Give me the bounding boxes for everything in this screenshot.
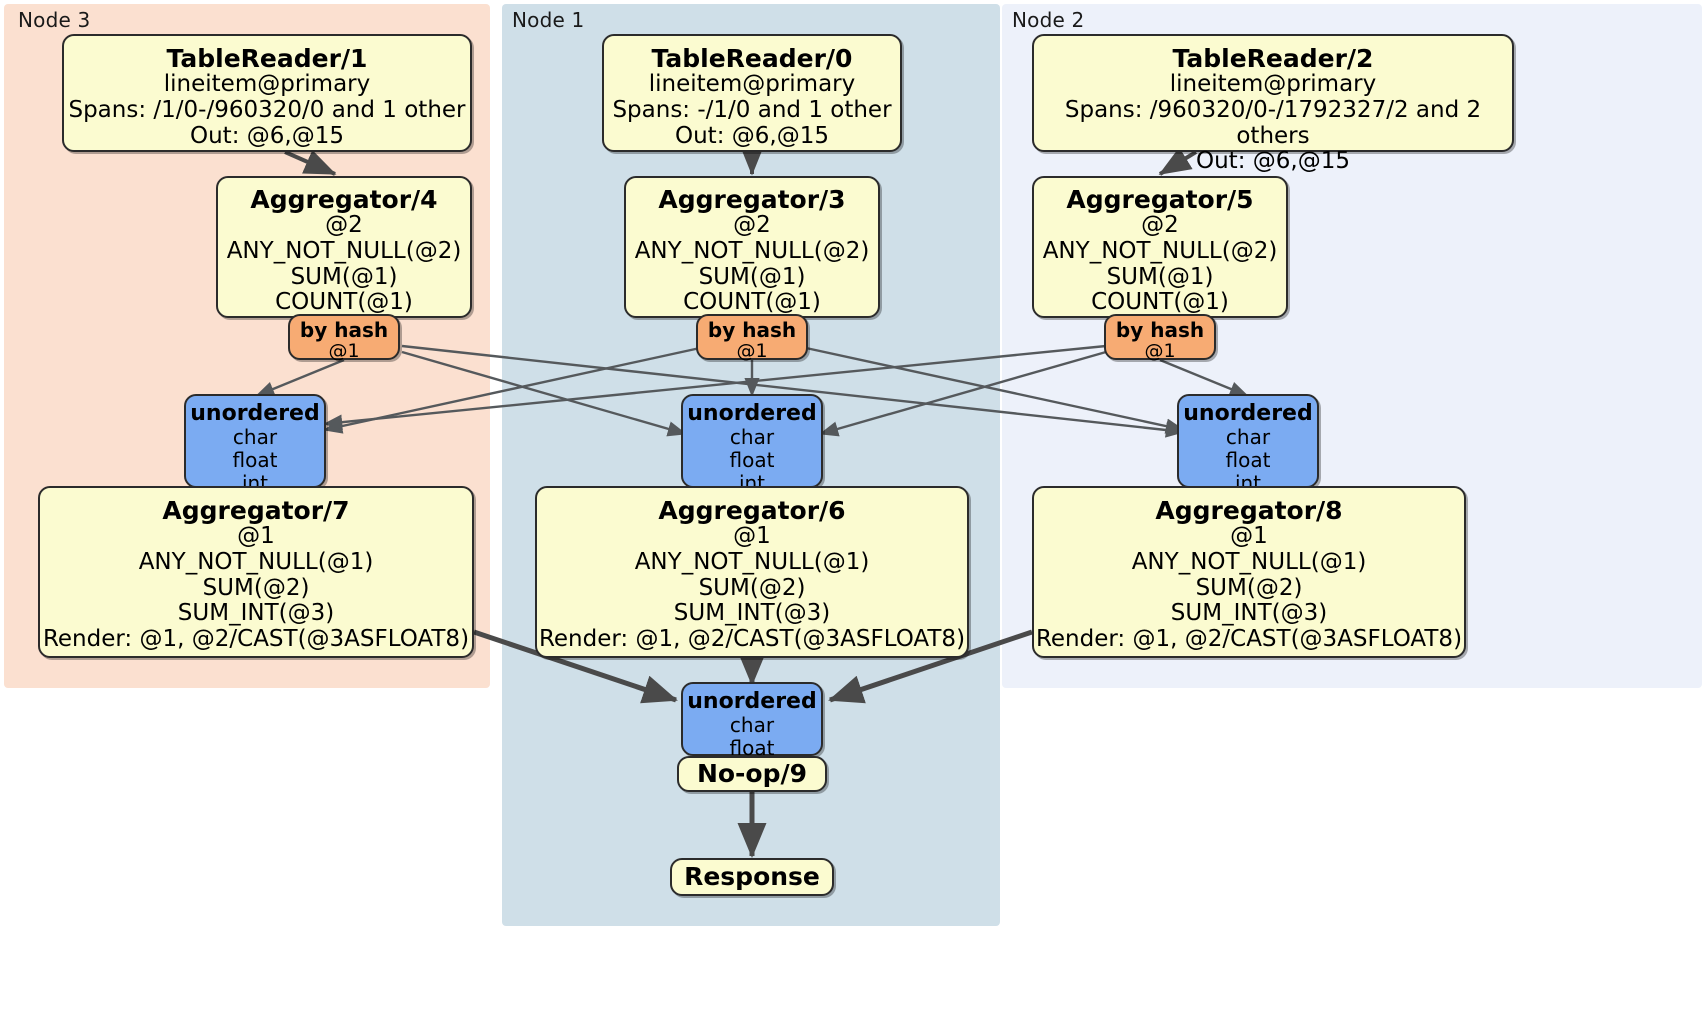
node-table-reader-0[interactable]: TableReader/0 lineitem@primary Spans: -/… <box>602 34 902 152</box>
node-title: No-op/9 <box>696 759 808 788</box>
node-line: Out: @6,@15 <box>675 122 829 149</box>
node-router-by-hash-left[interactable]: by hash @1 <box>288 314 400 362</box>
panel-node-1-label: Node 1 <box>512 8 585 32</box>
node-title: Aggregator/7 <box>162 496 350 525</box>
node-line: Render: @1, @2/CAST(@3ASFLOAT8) <box>42 626 470 652</box>
node-title: Aggregator/5 <box>1066 185 1254 214</box>
node-line: Render: @1, @2/CAST(@3ASFLOAT8) <box>538 626 966 652</box>
node-line: lineitem@primary <box>1169 71 1377 97</box>
node-title: by hash <box>299 318 389 342</box>
node-router-by-hash-middle[interactable]: by hash @1 <box>696 314 808 362</box>
node-line: float <box>1225 448 1271 473</box>
node-title: unordered <box>1183 401 1313 426</box>
node-line: @1 <box>237 523 275 549</box>
node-line: @2 <box>733 212 771 238</box>
node-line: ANY_NOT_NULL(@2) <box>634 237 870 264</box>
node-line: SUM_INT(@3) <box>673 600 831 627</box>
node-line: ANY_NOT_NULL(@2) <box>226 237 462 264</box>
node-title: by hash <box>707 318 797 342</box>
node-line: float <box>729 736 775 761</box>
node-line: char <box>1225 425 1271 450</box>
node-aggregator-5[interactable]: Aggregator/5 @2 ANY_NOT_NULL(@2) SUM(@1)… <box>1032 176 1288 318</box>
node-line: char <box>729 425 775 450</box>
node-line: Spans: -/1/0 and 1 other <box>612 96 892 123</box>
node-receiver-unordered-final[interactable]: unordered char float <box>681 682 823 760</box>
node-line: ANY_NOT_NULL(@1) <box>634 548 870 575</box>
node-line: Spans: /960320/0-/1792327/2 and 2 others <box>1064 96 1482 149</box>
node-aggregator-7[interactable]: Aggregator/7 @1 ANY_NOT_NULL(@1) SUM(@2)… <box>38 486 474 658</box>
node-line: @1 <box>1144 340 1176 362</box>
node-title: Response <box>684 862 820 891</box>
node-title: TableReader/2 <box>1172 44 1374 73</box>
node-line: COUNT(@1) <box>1091 289 1229 316</box>
node-line: ANY_NOT_NULL(@1) <box>1131 548 1367 575</box>
node-line: SUM(@1) <box>698 263 806 290</box>
node-receiver-unordered-right[interactable]: unordered char float int <box>1177 394 1319 495</box>
node-line: ANY_NOT_NULL(@1) <box>138 548 374 575</box>
node-table-reader-1[interactable]: TableReader/1 lineitem@primary Spans: /1… <box>62 34 472 152</box>
node-line: Out: @6,@15 <box>190 122 344 149</box>
node-line: lineitem@primary <box>648 71 856 97</box>
node-aggregator-4[interactable]: Aggregator/4 @2 ANY_NOT_NULL(@2) SUM(@1)… <box>216 176 472 318</box>
node-line: SUM(@2) <box>698 574 806 601</box>
node-title: unordered <box>190 401 320 426</box>
node-line: Out: @6,@15 <box>1196 148 1350 175</box>
node-router-by-hash-right[interactable]: by hash @1 <box>1104 314 1216 362</box>
node-response[interactable]: Response <box>670 858 834 896</box>
node-title: Aggregator/8 <box>1155 496 1343 525</box>
node-line: @2 <box>325 212 363 238</box>
node-line: char <box>729 713 775 738</box>
panel-node-3-label: Node 3 <box>18 8 91 32</box>
node-line: SUM(@1) <box>290 263 398 290</box>
node-line: lineitem@primary <box>163 71 371 97</box>
node-line: SUM(@1) <box>1106 263 1214 290</box>
node-line: ANY_NOT_NULL(@2) <box>1042 237 1278 264</box>
node-title: by hash <box>1115 318 1205 342</box>
node-title: TableReader/0 <box>651 44 853 73</box>
node-title: unordered <box>687 689 817 714</box>
node-line: COUNT(@1) <box>683 289 821 316</box>
node-title: Aggregator/6 <box>658 496 846 525</box>
node-receiver-unordered-middle[interactable]: unordered char float int <box>681 394 823 495</box>
node-line: @1 <box>1230 523 1268 549</box>
node-line: SUM_INT(@3) <box>177 600 335 627</box>
node-line: Spans: /1/0-/960320/0 and 1 other <box>68 96 466 123</box>
node-title: Aggregator/4 <box>250 185 438 214</box>
node-aggregator-6[interactable]: Aggregator/6 @1 ANY_NOT_NULL(@1) SUM(@2)… <box>535 486 969 658</box>
node-title: Aggregator/3 <box>658 185 846 214</box>
node-table-reader-2[interactable]: TableReader/2 lineitem@primary Spans: /9… <box>1032 34 1514 174</box>
node-aggregator-8[interactable]: Aggregator/8 @1 ANY_NOT_NULL(@1) SUM(@2)… <box>1032 486 1466 658</box>
node-title: unordered <box>687 401 817 426</box>
node-line: char <box>232 425 278 450</box>
node-line: Render: @1, @2/CAST(@3ASFLOAT8) <box>1035 626 1463 652</box>
node-line: float <box>232 448 278 473</box>
node-no-op-9[interactable]: No-op/9 <box>677 756 827 792</box>
node-line: COUNT(@1) <box>275 289 413 316</box>
node-line: SUM(@2) <box>202 574 310 601</box>
node-line: SUM(@2) <box>1195 574 1303 601</box>
node-line: @1 <box>733 523 771 549</box>
node-title: TableReader/1 <box>166 44 368 73</box>
node-line: SUM_INT(@3) <box>1170 600 1328 627</box>
node-receiver-unordered-left[interactable]: unordered char float int <box>184 394 326 495</box>
node-line: @1 <box>328 340 360 362</box>
node-line: @1 <box>736 340 768 362</box>
node-aggregator-3[interactable]: Aggregator/3 @2 ANY_NOT_NULL(@2) SUM(@1)… <box>624 176 880 318</box>
node-line: @2 <box>1141 212 1179 238</box>
panel-node-2-label: Node 2 <box>1012 8 1085 32</box>
node-line: float <box>729 448 775 473</box>
